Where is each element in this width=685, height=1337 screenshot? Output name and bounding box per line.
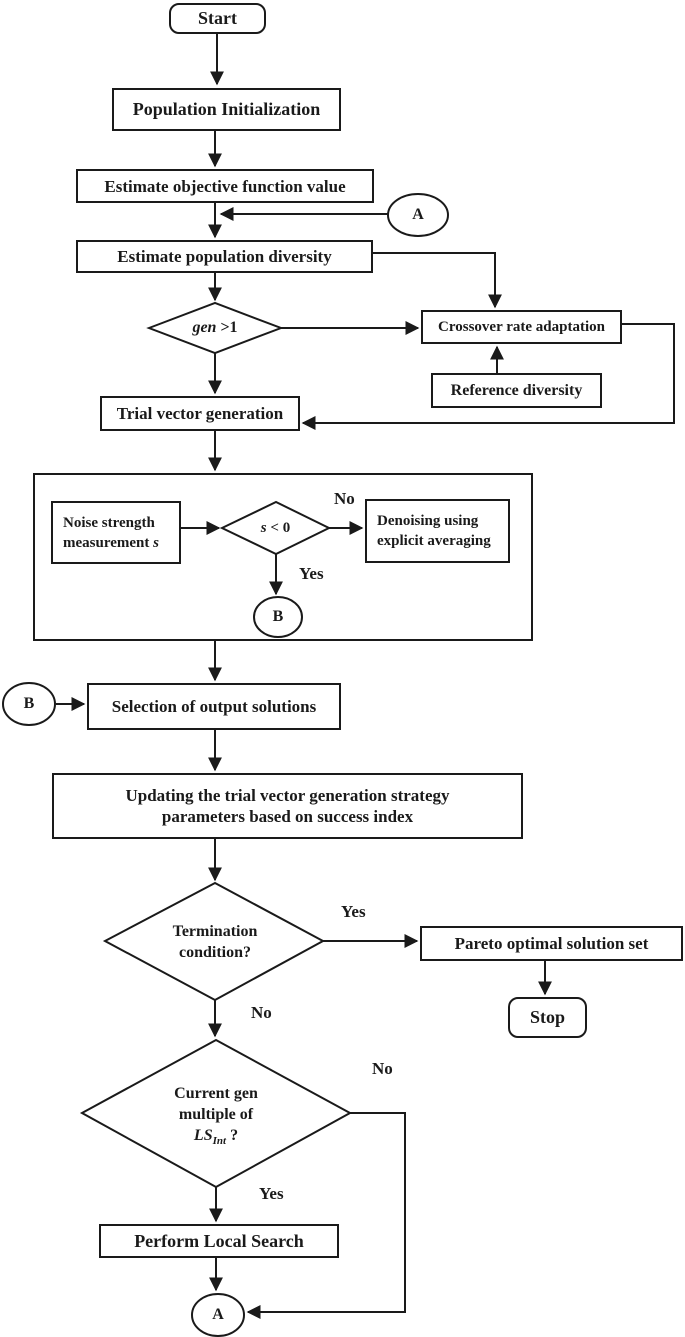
node-pareto-label: Pareto optimal solution set (454, 934, 649, 953)
node-stop: Stop (508, 997, 587, 1038)
node-updating-strategy: Updating the trial vector generation str… (52, 773, 523, 839)
node-reference-diversity-label: Reference diversity (450, 381, 583, 399)
connector-a-bottom-label: A (212, 1306, 224, 1323)
connector-b-left-label: B (23, 695, 35, 712)
noise-handling-container (33, 473, 533, 641)
node-trial-vector-label: Trial vector generation (116, 404, 284, 423)
node-updating-line2: parameters based on success index (161, 807, 414, 826)
connector-a-bottom-ellipse (191, 1293, 245, 1337)
decision-termination-diamond (102, 881, 326, 1002)
node-noise-strength-line2: measurement s (63, 534, 159, 551)
edge-genmult-no-loop (246, 1112, 406, 1319)
noise-variable-s: s (153, 534, 159, 551)
decision-termination-label: Termination condition? (172, 923, 258, 961)
node-local-search-label: Perform Local Search (134, 1230, 304, 1251)
decision-noise-label: s < 0 (260, 519, 291, 536)
node-crossover-label: Crossover rate adaptation (438, 319, 605, 335)
connector-a-top-label: A (412, 206, 424, 223)
edge-estdiv-to-crossover (373, 252, 502, 309)
node-population-initialization-label: Population Initialization (132, 99, 321, 119)
node-start: Start (169, 3, 266, 34)
label-gen-multiple-yes: Yes (259, 1184, 284, 1203)
decision-gen-label: gen >1 (192, 319, 238, 336)
node-estimate-diversity-label: Estimate population diversity (117, 247, 332, 266)
node-updating-line1: Updating the trial vector generation str… (125, 786, 450, 805)
node-crossover-rate-adaptation: Crossover rate adaptation (421, 310, 622, 344)
decision-gen-multiple-label: Current gen multiple of LSInt ? (174, 1084, 258, 1147)
connector-b-inner-label: B (272, 608, 284, 625)
label-termination-no: No (251, 1003, 272, 1022)
node-population-initialization: Population Initialization (112, 88, 341, 131)
label-noise-yes: Yes (299, 564, 324, 583)
node-denoising: Denoising using explicit averaging (365, 499, 510, 563)
node-start-label: Start (198, 8, 237, 28)
label-noise-no: No (334, 489, 355, 508)
connector-b-inner-ellipse (253, 596, 303, 638)
connector-a-top-ellipse (387, 193, 449, 237)
node-perform-local-search: Perform Local Search (99, 1224, 339, 1258)
node-noise-strength: Noise strength measurement s (51, 501, 181, 564)
node-selection-output: Selection of output solutions (87, 683, 341, 730)
node-pareto-set: Pareto optimal solution set (420, 926, 683, 961)
node-denoising-line1: Denoising using (377, 513, 479, 529)
connector-b-left-ellipse (2, 682, 56, 726)
label-gen-multiple-no: No (372, 1059, 393, 1078)
decision-gen-diamond (146, 301, 284, 355)
node-estimate-diversity: Estimate population diversity (76, 240, 373, 273)
node-stop-label: Stop (529, 1007, 565, 1027)
label-termination-yes: Yes (341, 902, 366, 921)
node-reference-diversity: Reference diversity (431, 373, 602, 408)
edge-crossover-to-trial-loop (301, 323, 675, 430)
decision-noise-diamond (219, 500, 332, 556)
node-estimate-objective-label: Estimate objective function value (104, 176, 346, 196)
decision-gen-multiple-diamond (79, 1038, 353, 1189)
node-denoising-line2: explicit averaging (377, 533, 491, 549)
node-selection-label: Selection of output solutions (111, 697, 317, 716)
node-trial-vector-generation: Trial vector generation (100, 396, 300, 431)
node-noise-strength-line1: Noise strength (63, 514, 155, 531)
node-estimate-objective: Estimate objective function value (76, 169, 374, 203)
